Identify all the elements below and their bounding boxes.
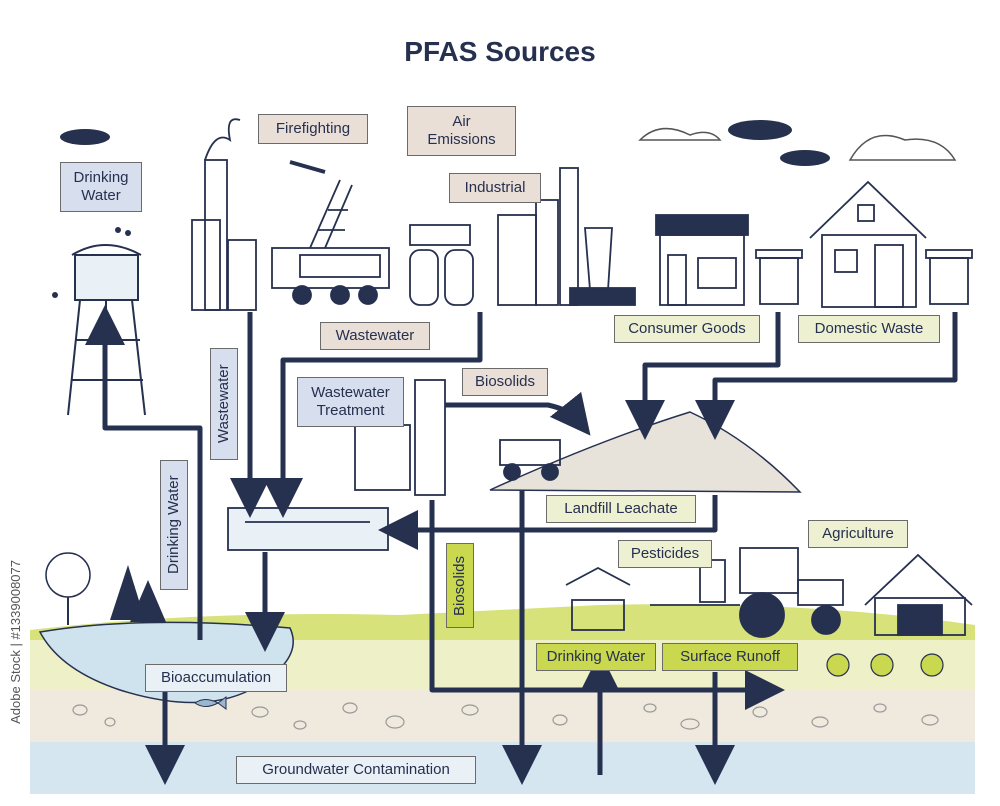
cloud-icon <box>60 120 830 166</box>
fish-icon <box>194 696 227 710</box>
label-wastewater-2: Wastewater <box>210 348 238 460</box>
arrow-leachate-to-treatment <box>378 495 718 550</box>
label-pesticides: Pesticides <box>618 540 712 568</box>
arrow-consumer-to-landfill <box>625 312 781 440</box>
label-air-emissions: Air Emissions <box>407 106 516 156</box>
label-surface-runoff: Surface Runoff <box>662 643 798 671</box>
soil-pebbles <box>72 702 939 730</box>
water-drops-icon <box>52 227 131 298</box>
arrow-biosolids-to-field <box>429 500 785 710</box>
label-biosolids-top: Biosolids <box>462 368 548 396</box>
label-wastewater-1: Wastewater <box>320 322 430 350</box>
shop-icon <box>655 214 749 306</box>
label-drinking-water-side: Drinking Water <box>160 460 188 590</box>
trash-can-icon <box>755 249 973 305</box>
cloud-outline-icon <box>638 127 957 161</box>
arrow-industrial-to-treatment <box>263 312 483 518</box>
label-groundwater-contamination: Groundwater Contamination <box>236 756 476 784</box>
barn-icon <box>864 553 973 636</box>
factory-icon <box>409 167 636 306</box>
landfill-pile <box>489 411 802 493</box>
tractor-icon <box>650 547 844 638</box>
groundwater-layer <box>30 742 975 794</box>
label-drinking-water-green: Drinking Water <box>536 643 656 671</box>
label-domestic-waste: Domestic Waste <box>798 315 940 343</box>
flow-arrows <box>85 305 958 785</box>
label-industrial: Industrial <box>449 173 541 203</box>
house-icon <box>809 180 927 308</box>
label-biosolids-vertical: Biosolids <box>446 543 474 628</box>
burning-building-icon <box>191 118 257 311</box>
well-icon <box>565 566 631 631</box>
watermark-text: Adobe Stock | #1339008077 <box>8 560 23 724</box>
label-agriculture: Agriculture <box>808 520 908 548</box>
label-drinking-water-top: Drinking Water <box>60 162 142 212</box>
arrow-domestic-to-landfill <box>695 312 958 440</box>
arrow-treatment-biosolids <box>445 391 591 436</box>
label-consumer-goods: Consumer Goods <box>614 315 760 343</box>
label-firefighting: Firefighting <box>258 114 368 144</box>
water-tower-icon <box>67 244 146 416</box>
bulldozer-icon <box>499 439 561 481</box>
label-landfill-leachate: Landfill Leachate <box>546 495 696 523</box>
arrow-lake-to-tower <box>85 305 203 640</box>
fire-truck-icon <box>271 160 390 305</box>
label-wastewater-treatment: Wastewater Treatment <box>297 377 404 427</box>
label-bioaccumulation: Bioaccumulation <box>145 664 287 692</box>
page-title: PFAS Sources <box>404 36 596 67</box>
tree-icon <box>45 552 166 625</box>
cabbage-icon <box>826 653 944 677</box>
